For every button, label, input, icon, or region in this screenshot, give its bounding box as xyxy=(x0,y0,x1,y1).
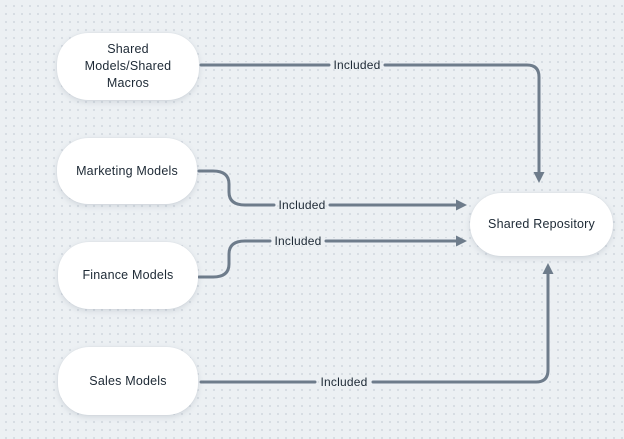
edge-label-shared-models-included: Included xyxy=(333,58,381,72)
edge-marketing-to-repository xyxy=(196,168,467,211)
node-finance-models-label: Finance Models xyxy=(82,268,174,282)
node-shared-models: Shared Models/Shared Macros xyxy=(57,33,199,100)
node-marketing-models: Marketing Models xyxy=(57,138,197,204)
edge-label-finance-included: Included xyxy=(274,234,322,248)
node-sales-models: Sales Models xyxy=(58,347,198,415)
node-finance-models: Finance Models xyxy=(58,242,198,309)
edge-shared-models-to-repository xyxy=(198,62,545,183)
node-shared-repository: Shared Repository xyxy=(470,193,613,256)
node-shared-repository-label: Shared Repository xyxy=(488,217,595,231)
edge-sales-to-repository xyxy=(198,263,554,385)
edge-finance-to-repository xyxy=(196,235,467,280)
edge-label-marketing-included: Included xyxy=(278,198,326,212)
node-sales-models-label: Sales Models xyxy=(89,373,167,388)
node-shared-models-label: Shared Models/Shared Macros xyxy=(84,42,172,90)
edge-label-sales-included: Included xyxy=(320,375,368,389)
node-marketing-models-label: Marketing Models xyxy=(76,163,178,178)
